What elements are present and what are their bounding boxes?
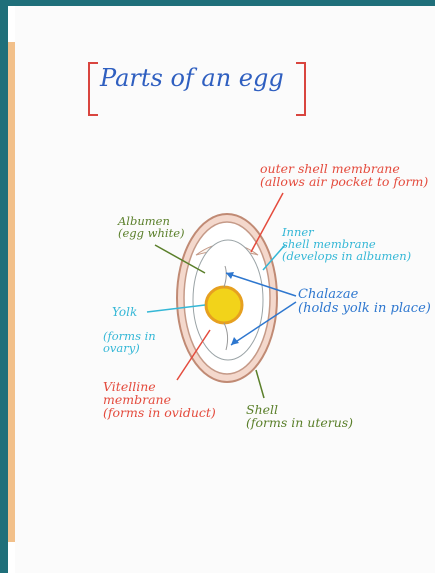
teal-frame-left [0,0,8,573]
arrowhead-chalazae-top [226,272,234,279]
label-vitelline-membrane: Vitelline membrane (forms in oviduct) [103,379,216,421]
label-shell: Shell (forms in uterus) [246,402,354,431]
pointer-vitelline [176,329,211,381]
label-outer-shell-membrane: outer shell membrane (allows air pocket … [260,161,429,190]
pointer-shell [255,369,265,399]
chalaza-bottom [223,322,229,351]
label-albumen: Albumen (egg white) [118,214,185,241]
teal-frame-top [0,0,435,6]
pointer-albumen [154,244,206,274]
arrowhead-chalazae-bottom [231,337,239,345]
label-yolk: Yolk [112,305,138,319]
pointer-outer-membrane [250,192,284,253]
label-inner-shell-membrane: Inner shell membrane (develops in albume… [282,225,412,264]
page-title: Parts of an egg [100,64,284,92]
yolk [204,285,244,325]
title-right-bracket [296,62,306,116]
pointer-inner-membrane [262,244,286,271]
pointer-chalazae-top [225,272,297,297]
pointer-yolk [146,304,206,313]
label-chalazae: Chalazae (holds yolk in place) [298,287,431,316]
label-yolk-note: (forms in ovary) [103,329,156,356]
orange-side-strip [8,42,15,542]
title-left-bracket [88,62,98,116]
chalaza-top [223,265,227,288]
pointer-chalazae-bottom [230,301,297,346]
